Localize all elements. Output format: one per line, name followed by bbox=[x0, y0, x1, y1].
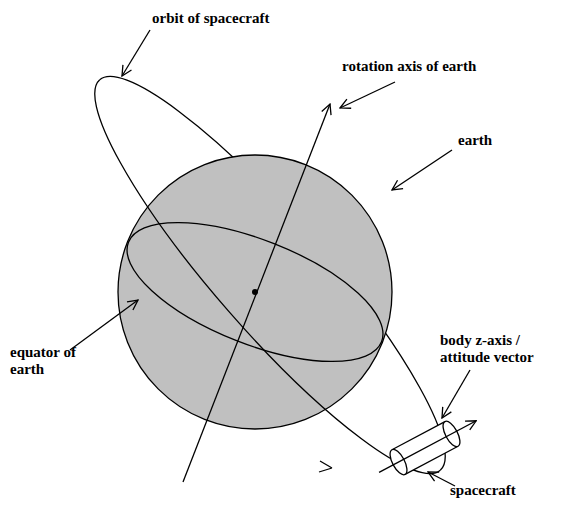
orbit-label: orbit of spacecraft bbox=[152, 10, 269, 27]
earth-center bbox=[252, 289, 258, 295]
earth-sphere bbox=[118, 155, 392, 429]
rotation-axis bbox=[183, 104, 330, 482]
spacecraft-cylinder bbox=[373, 408, 483, 484]
orbit-direction-arrow bbox=[319, 461, 332, 472]
leader-lines bbox=[70, 30, 470, 486]
orbit-front bbox=[58, 80, 440, 506]
axis-label: rotation axis of earth bbox=[342, 58, 476, 75]
orbit-back bbox=[100, 44, 482, 471]
attitude-label: body z-axis / attitude vector bbox=[440, 332, 560, 366]
equator-label: equator of earth bbox=[10, 344, 82, 378]
earth-label: earth bbox=[458, 132, 492, 149]
equator-ellipse bbox=[109, 194, 400, 390]
spacecraft-label: spacecraft bbox=[450, 482, 516, 499]
